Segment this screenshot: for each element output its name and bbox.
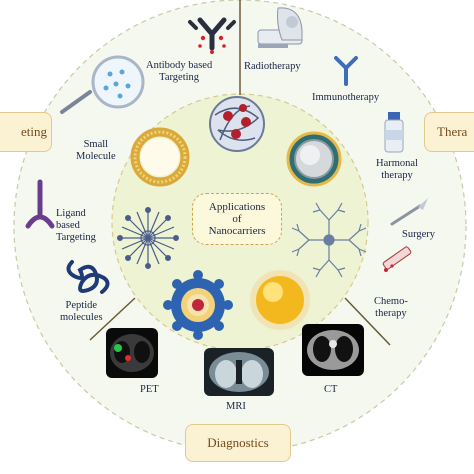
category-tag-therapy-label: Thera: [437, 124, 468, 139]
small-molecule-magnifier-icon: [60, 55, 145, 114]
immunotherapy-antibody-icon: [334, 56, 358, 86]
label-antibody: Antibody based Targeting: [146, 60, 212, 84]
center-title-line-1: Applications: [208, 201, 266, 213]
polymer-nanoparticle-icon: [209, 96, 265, 152]
pet-scan-image: [106, 328, 158, 378]
label-antibody-line-1: Antibody based: [146, 60, 213, 71]
category-tag-diagnostics-label: Diagnostics: [207, 435, 269, 450]
radiotherapy-machine-icon: [257, 7, 303, 48]
peptide-icon: [66, 260, 110, 294]
category-tag-targeting: eting: [0, 112, 52, 152]
label-peptide: Peptide molecules: [60, 300, 103, 324]
label-peptide-line-2: molecules: [60, 312, 103, 323]
label-pet: PET: [140, 384, 159, 395]
label-immunotherapy: Immunotherapy: [312, 92, 380, 103]
separator-left: [89, 297, 136, 341]
dendrimer-icon: [291, 202, 367, 278]
antibody-icon: [188, 17, 236, 51]
label-chemo-line-1: Chemo-: [374, 296, 408, 307]
label-ligand: Ligand based Targeting: [56, 208, 96, 244]
label-chemotherapy: Chemo- therapy: [374, 296, 408, 320]
gold-nanoparticle-icon: [250, 270, 310, 330]
mri-scan-image: [204, 348, 274, 396]
core-shell-nanoparticle-icon: [286, 131, 342, 187]
label-radiotherapy: Radiotherapy: [244, 61, 301, 72]
micelle-icon: [116, 207, 180, 270]
separator-right: [344, 297, 391, 346]
label-small-molecule-line-2: Molecule: [76, 151, 116, 162]
label-ct: CT: [324, 384, 338, 395]
vial-icon: [384, 112, 404, 153]
label-ligand-line-1: Ligand: [56, 208, 86, 219]
label-chemo-line-2: therapy: [375, 308, 407, 319]
label-antibody-line-2: Targeting: [159, 72, 200, 83]
chemo-syringe-icon: [382, 246, 412, 272]
label-small-molecule: Small Molecule: [76, 139, 116, 163]
functionalized-nanoparticle-icon: [163, 270, 233, 340]
label-ligand-line-2: based: [56, 220, 80, 231]
ligand-icon: [25, 179, 55, 229]
category-tag-targeting-label: eting: [21, 124, 47, 139]
label-surgery: Surgery: [402, 229, 436, 240]
scalpel-icon: [390, 198, 428, 226]
label-hormonal-line-1: Harmonal: [376, 158, 418, 169]
center-title-box: Applications of Nanocarriers: [192, 193, 282, 245]
ct-scan-image: [302, 324, 364, 376]
label-peptide-line-1: Peptide: [65, 300, 98, 311]
label-hormonal-line-2: therapy: [381, 170, 413, 181]
liposome-icon: [130, 127, 190, 187]
category-tag-therapy: Thera: [424, 112, 474, 152]
label-small-molecule-line-1: Small: [83, 139, 109, 150]
label-hormonal-therapy: Harmonal therapy: [376, 158, 418, 182]
center-title-line-3: Nanocarriers: [208, 225, 266, 237]
drug-dots-icon: [198, 35, 226, 54]
center-title-line-2: of: [232, 213, 242, 225]
label-ligand-line-3: Targeting: [56, 232, 96, 243]
category-tag-diagnostics: Diagnostics: [185, 424, 291, 462]
label-mri: MRI: [226, 401, 246, 412]
